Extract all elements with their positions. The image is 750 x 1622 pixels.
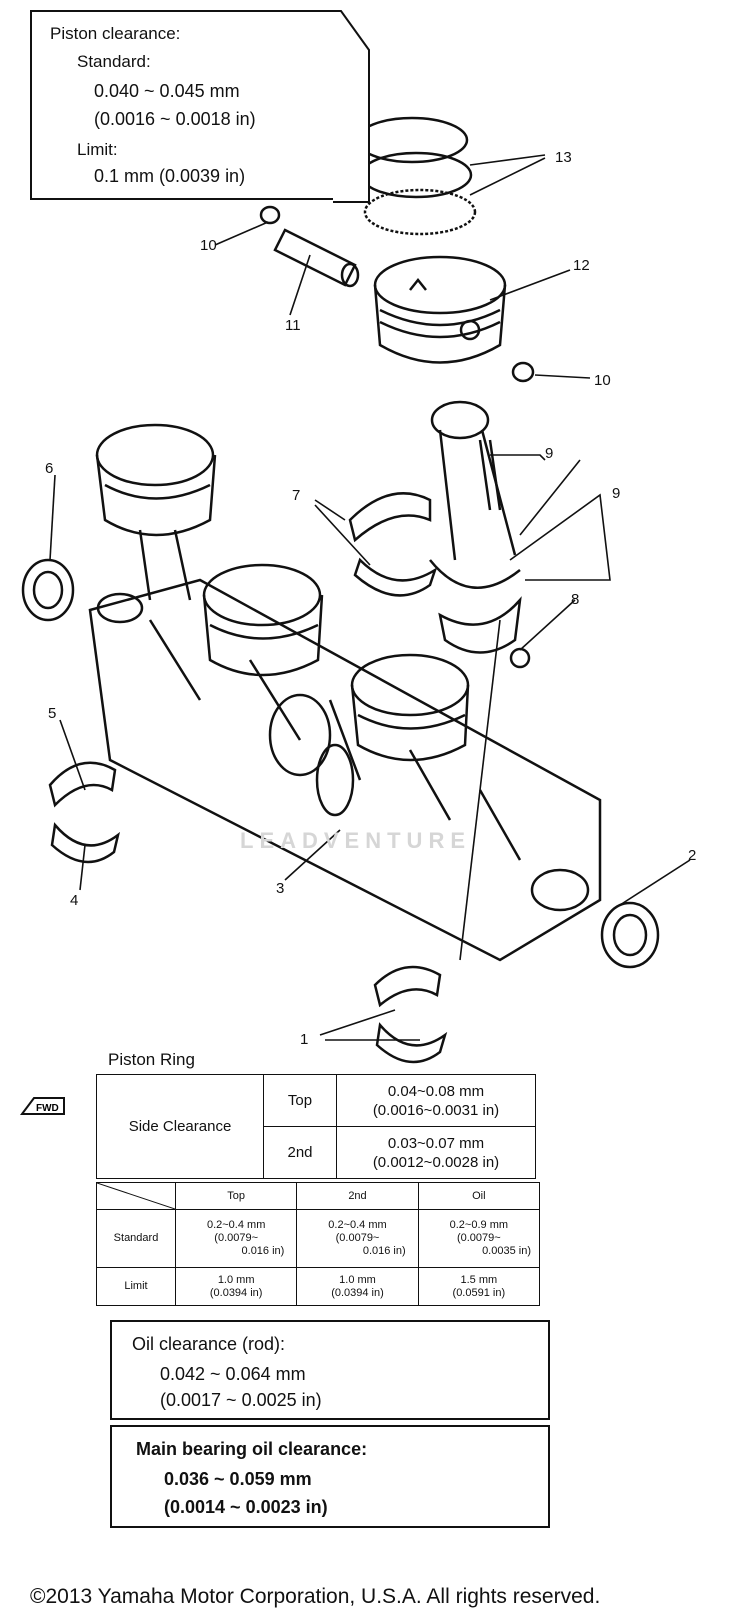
piston-rings <box>355 116 477 236</box>
oil-seal-left <box>21 558 75 622</box>
oil-clearance-rod-in: (0.0017 ~ 0.0025 in) <box>160 1390 322 1410</box>
piston-right <box>350 653 470 762</box>
piston-ring-title: Piston Ring <box>108 1050 195 1069</box>
callout-9a: 10 <box>200 237 217 254</box>
end-gap-header-oil: Oil <box>417 1182 541 1210</box>
end-gap-limit-top: 1.0 mm(0.0394 in) <box>174 1267 298 1306</box>
oil-clearance-rod-mm: 0.042 ~ 0.064 mm <box>160 1364 306 1384</box>
piston-pin <box>273 228 360 288</box>
svg-text:FWD: FWD <box>36 1103 59 1114</box>
main-bearing-title: Main bearing oil clearance: <box>136 1439 368 1459</box>
piston-middle <box>202 563 324 677</box>
main-bearing-box: Main bearing oil clearance: 0.036 ~ 0.05… <box>110 1425 550 1528</box>
copyright-notice: ©2013 Yamaha Motor Corporation, U.S.A. A… <box>30 1585 601 1608</box>
callout-1: 3 <box>276 880 284 897</box>
watermark: LEADVENTURE <box>240 828 472 853</box>
forward-arrow-icon: FWD <box>20 1097 65 1115</box>
side-clearance-table: Side Clearance Top 0.04~0.08 mm (0.0016~… <box>96 1074 536 1179</box>
callout-6: 12 <box>573 257 590 274</box>
piston-clearance-standard-mm: 0.040 ~ 0.045 mm <box>94 81 240 101</box>
callout-10a: 4 <box>70 892 78 909</box>
end-gap-standard-2nd: 0.2~0.4 mm(0.0079~0.016 in) <box>296 1209 419 1268</box>
callout-12: 2 <box>688 847 696 864</box>
callout-8: 11 <box>285 317 301 334</box>
main-bearing-in: (0.0014 ~ 0.0023 in) <box>164 1497 328 1517</box>
piston-clearance-limit-label: Limit: <box>77 140 118 159</box>
piston-clearance-standard-in: (0.0016 ~ 0.0018 in) <box>94 109 256 129</box>
main-bearing-left <box>48 761 121 864</box>
crankshaft <box>88 578 602 962</box>
end-gap-standard-top: 0.2~0.4 mm(0.0079~0.016 in) <box>174 1209 298 1268</box>
callout-4: 8 <box>571 591 579 608</box>
piston-clearance-limit-value: 0.1 mm (0.0039 in) <box>94 166 246 186</box>
main-bearing-bottom <box>373 965 448 1064</box>
side-top-value: 0.04~0.08 mm (0.0016~0.0031 in) <box>336 1074 536 1127</box>
end-gap-limit-oil: 1.5 mm(0.0591 in) <box>417 1267 541 1306</box>
circlip-right <box>511 361 535 383</box>
oil-clearance-rod-title: Oil clearance (rod): <box>132 1334 286 1354</box>
side-second-label: 2nd <box>263 1126 337 1179</box>
rod-nut <box>509 647 531 669</box>
main-bearing-mm: 0.036 ~ 0.059 mm <box>164 1469 312 1489</box>
callout-13: 6 <box>45 460 53 477</box>
piston-left <box>95 423 217 601</box>
piston-clearance-standard-label: Standard: <box>77 52 151 71</box>
side-top-label: Top <box>263 1074 337 1127</box>
callout-9b: 10 <box>594 372 611 389</box>
circlip-top <box>259 205 281 225</box>
oil-clearance-rod-box: Oil clearance (rod): 0.042 ~ 0.064 mm (0… <box>110 1320 550 1420</box>
end-gap-corner-cell <box>96 1182 176 1210</box>
end-gap-header-top: Top <box>174 1182 298 1210</box>
oil-seal-right <box>600 901 660 969</box>
end-gap-standard-oil: 0.2~0.9 mm(0.0079~0.0035 in) <box>417 1209 541 1268</box>
rod-bearing <box>348 492 438 597</box>
side-clearance-label: Side Clearance <box>96 1074 264 1179</box>
callout-3: 9 <box>545 445 553 462</box>
connecting-rod <box>429 400 522 654</box>
callout-7: 13 <box>555 149 572 166</box>
side-second-value: 0.03~0.07 mm (0.0012~0.0028 in) <box>336 1126 536 1179</box>
end-gap-limit-label: Limit <box>96 1267 176 1306</box>
piston-clearance-title: Piston clearance: <box>50 24 181 43</box>
piston-top <box>373 255 507 364</box>
callout-10b: 1 <box>300 1031 308 1048</box>
callout-2: 9 <box>612 485 620 502</box>
end-gap-table: Top 2nd Oil Standard 0.2~0.4 mm(0.0079~0… <box>96 1182 541 1306</box>
end-gap-limit-2nd: 1.0 mm(0.0394 in) <box>296 1267 419 1306</box>
piston-clearance-box: Piston clearance: Standard: 0.040 ~ 0.04… <box>30 10 370 203</box>
end-gap-standard-label: Standard <box>96 1209 176 1268</box>
callout-11: 5 <box>48 705 56 722</box>
callout-5: 7 <box>292 487 300 504</box>
end-gap-header-2nd: 2nd <box>296 1182 419 1210</box>
